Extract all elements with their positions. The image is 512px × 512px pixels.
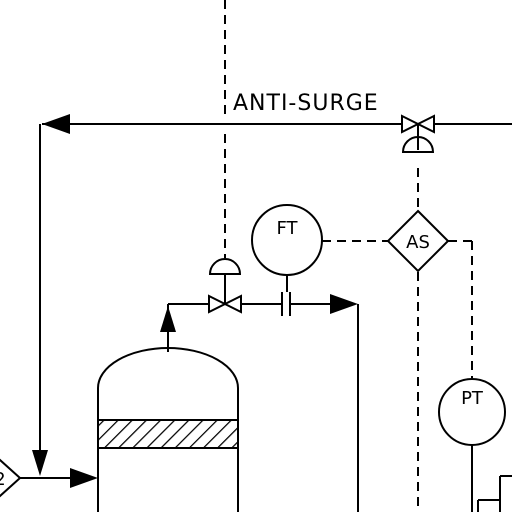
flow-transmitter[interactable]: FT: [251, 204, 323, 276]
offpage-connector: 2: [0, 458, 22, 498]
inlet-control-valve[interactable]: [208, 258, 242, 314]
offpage-connector-text: 2: [0, 469, 6, 490]
packing-bed: [97, 419, 239, 449]
recycle-down-arrow: [32, 450, 48, 476]
downstream-equipment: [477, 475, 512, 512]
process-flow-arrow: [330, 294, 358, 314]
recycle-flow-arrow: [42, 114, 70, 134]
orifice-plate: [281, 292, 291, 316]
anti-surge-valve[interactable]: [401, 114, 435, 153]
flow-transmitter-tag: FT: [276, 218, 298, 239]
anti-surge-label: ANTI-SURGE: [233, 91, 379, 116]
pressure-transmitter-tag: PT: [461, 388, 484, 409]
anti-surge-controller[interactable]: AS: [386, 209, 450, 273]
anti-surge-controller-tag: AS: [406, 232, 430, 253]
vessel: [97, 347, 239, 512]
pressure-transmitter[interactable]: PT: [438, 378, 506, 446]
inlet-flow-arrow: [70, 468, 98, 488]
